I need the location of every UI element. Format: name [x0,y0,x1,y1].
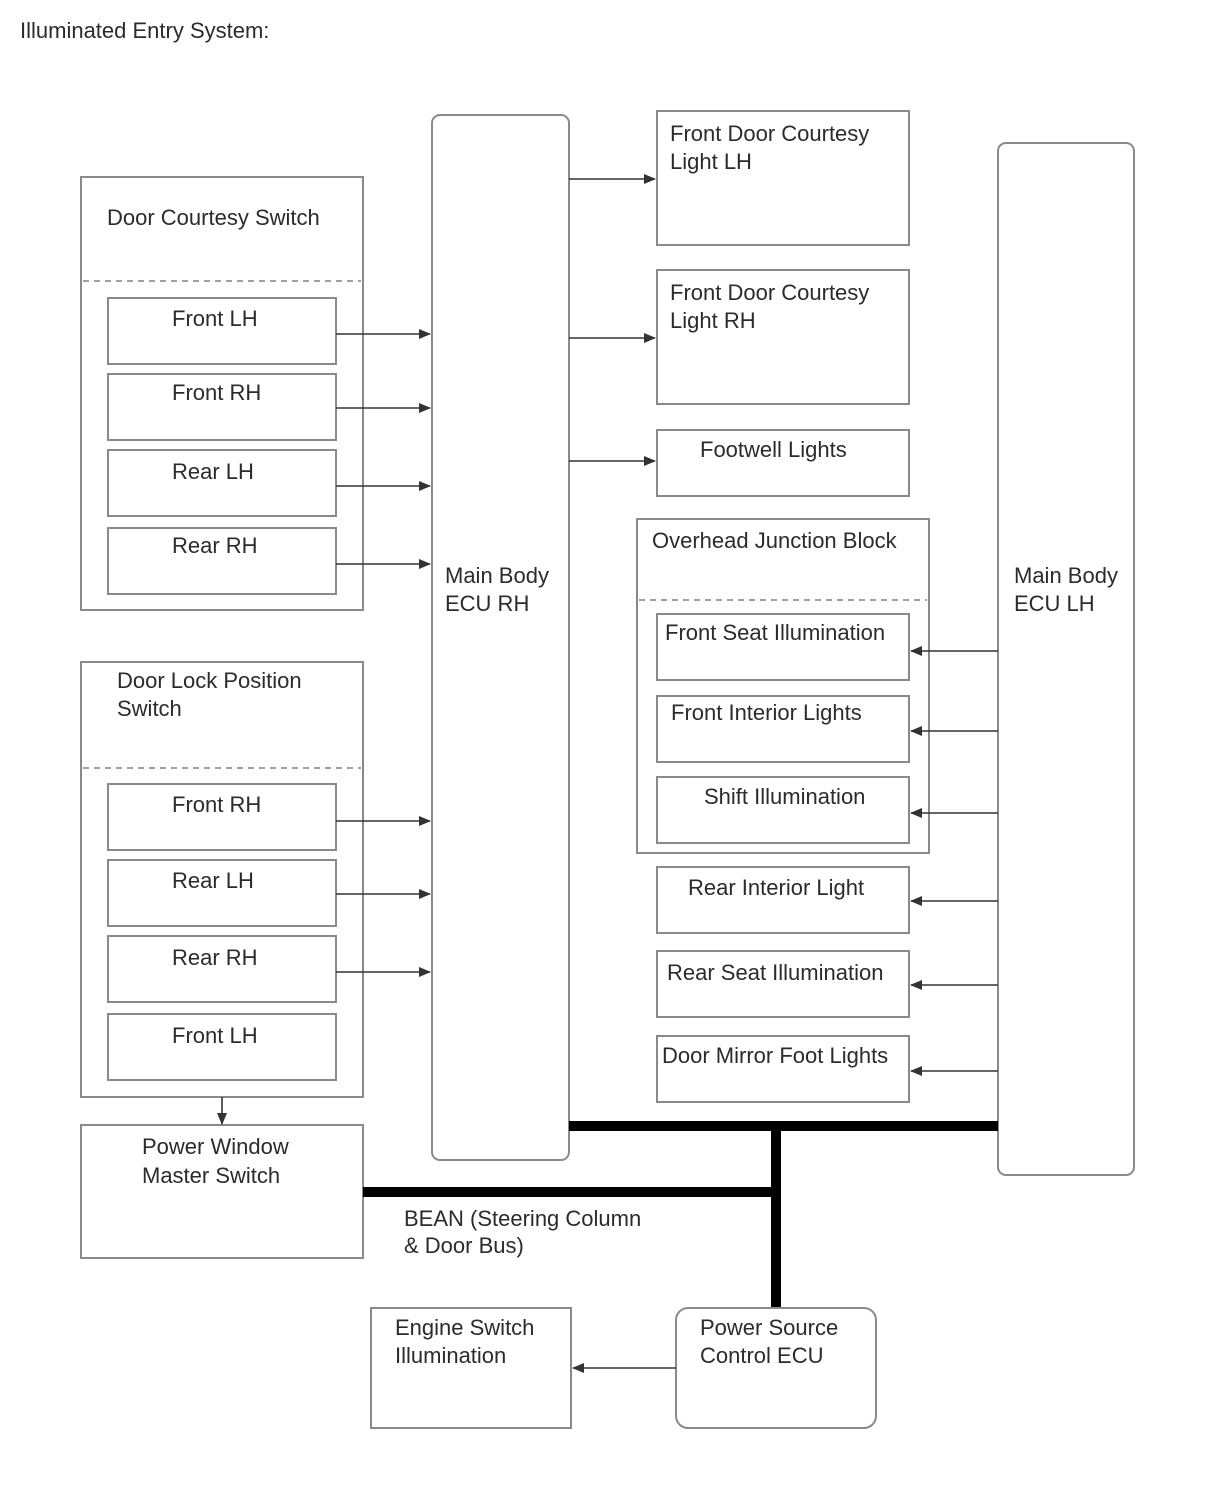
courtesy-switch-rear-lh-label: Rear LH [172,459,254,484]
front-door-courtesy-light-rh-label-line1: Front Door Courtesy [670,280,869,305]
power-source-control-ecu-label-line1: Power Source [700,1315,838,1340]
rear-seat-illumination [656,950,910,1018]
front-door-courtesy-light-rh-label-line2: Light RH [670,308,756,333]
power-source-control-ecu-label-line2: Control ECU [700,1343,823,1368]
lock-switch-rear-lh [107,859,337,927]
power-window-master-switch-label-line1: Power Window [142,1134,289,1159]
door-courtesy-switch-label: Door Courtesy Switch [107,205,320,230]
courtesy-switch-front-rh [107,373,337,441]
shift-illumination-label: Shift Illumination [704,784,865,809]
rear-interior-light [656,866,910,934]
main-body-ecu-lh-label-line1: Main Body [1014,563,1118,588]
front-door-courtesy-light-rh [656,269,910,405]
courtesy-switch-rear-rh [107,527,337,595]
courtesy-switch-front-rh-label: Front RH [172,380,261,405]
front-door-courtesy-light-lh-label-line2: Light LH [670,149,752,174]
power-window-master-switch [80,1124,364,1259]
courtesy-switch-rear-lh [107,449,337,517]
lock-switch-front-rh-label: Front RH [172,792,261,817]
footwell-lights [656,429,910,497]
rear-seat-illumination-label: Rear Seat Illumination [667,960,883,985]
footwell-lights-label: Footwell Lights [700,437,847,462]
lock-switch-front-lh [107,1013,337,1081]
bus-label-line2: & Door Bus) [404,1233,524,1258]
diagram-title: Illuminated Entry System: [20,18,269,43]
engine-switch-illumination-label-line1: Engine Switch [395,1315,534,1340]
main-body-ecu-rh-label-line1: Main Body [445,563,549,588]
main-body-ecu-lh-label-line2: ECU LH [1014,591,1095,616]
bus-label-line1: BEAN (Steering Column [404,1206,641,1231]
courtesy-switch-front-lh [107,297,337,365]
door-mirror-foot-lights [656,1035,910,1103]
front-seat-illumination [656,613,910,681]
lock-switch-front-rh [107,783,337,851]
engine-switch-illumination [370,1307,572,1429]
lock-switch-rear-lh-label: Rear LH [172,868,254,893]
lock-switch-rear-rh [107,935,337,1003]
front-interior-lights-label: Front Interior Lights [671,700,862,725]
door-mirror-foot-lights-label: Door Mirror Foot Lights [662,1043,888,1068]
overhead-junction-block-label: Overhead Junction Block [652,528,898,553]
engine-switch-illumination-label-line2: Illumination [395,1343,506,1368]
main-body-ecu-rh [431,114,570,1161]
power-window-master-switch-label-line2: Master Switch [142,1163,280,1188]
courtesy-switch-rear-rh-label: Rear RH [172,533,258,558]
front-interior-lights [656,695,910,763]
lock-switch-rear-rh-label: Rear RH [172,945,258,970]
shift-illumination [656,776,910,844]
front-door-courtesy-light-lh-label-line1: Front Door Courtesy [670,121,869,146]
front-door-courtesy-light-lh [656,110,910,246]
door-lock-position-switch-label-line2: Switch [117,696,182,721]
courtesy-switch-front-lh-label: Front LH [172,306,258,331]
rear-interior-light-label: Rear Interior Light [688,875,864,900]
lock-switch-front-lh-label: Front LH [172,1023,258,1048]
main-body-ecu-lh [997,142,1135,1176]
door-lock-position-switch-label-line1: Door Lock Position [117,668,302,693]
front-seat-illumination-label: Front Seat Illumination [665,620,885,645]
main-body-ecu-rh-label-line2: ECU RH [445,591,529,616]
